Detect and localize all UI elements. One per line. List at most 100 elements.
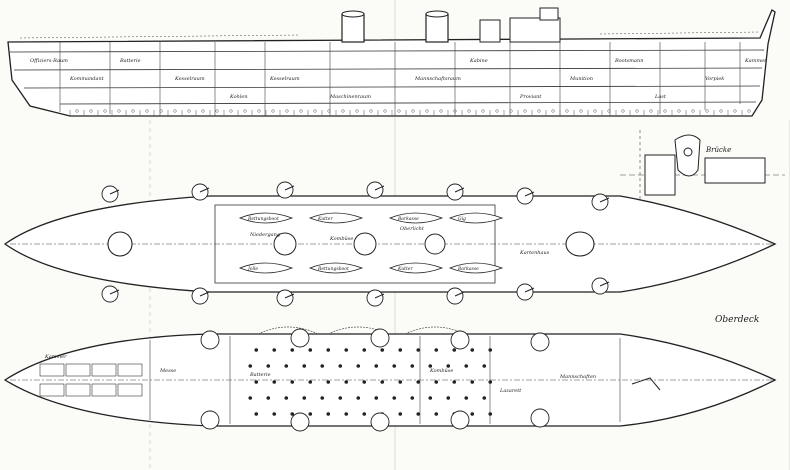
railing-fore [599,31,761,35]
frame-rivet [159,109,163,113]
casemate-gun [450,410,470,430]
frame-rivet [649,109,653,113]
main-deck-bulkheads [149,336,621,424]
gun-barrel [599,281,610,287]
stanchion [380,348,385,352]
frame-rivet [285,109,289,113]
stanchion [326,380,331,384]
main-deck-stanchions [248,348,493,416]
boat-outline [388,212,444,224]
stanchion [398,348,403,352]
stanchion [338,364,343,368]
stanchion [434,380,439,384]
funnel-middle [425,13,449,43]
stanchion [344,380,349,384]
stanchion [428,364,433,368]
overhead-boat-outline [327,326,389,335]
frame-rivet [551,109,555,113]
profile-compartment-label: Kohlen [229,94,248,100]
stanchion [392,396,397,400]
stanchion [470,348,475,352]
stanchion [488,412,493,416]
stanchion [362,348,367,352]
stanchion [302,364,307,368]
boat-label: Kutter [317,216,333,222]
gun-barrel [599,197,610,203]
gun-barrel [284,293,295,299]
stanchion [410,364,415,368]
cabin [117,383,143,397]
frame-rivet [257,109,261,113]
frame-rivet [509,109,513,113]
gun-barrel [454,187,465,193]
profile-compartment-label: Kommandant [69,76,105,82]
stanchion [416,412,421,416]
stanchion [398,412,403,416]
stanchion [464,364,469,368]
frame-rivet [747,109,751,113]
profile-compartment-label: Munition [569,76,593,82]
profile-compartment-label: Proviant [519,94,542,100]
cabin [39,383,65,397]
main-deck-room-label: Messe [159,368,176,374]
stanchion [482,364,487,368]
bridge-superstructure [509,17,561,43]
casemate-gun [200,410,220,430]
gun-barrel [199,291,210,297]
stanchion [290,380,295,384]
cabin [65,383,91,397]
gun-barrel [524,191,535,197]
boat-outline [238,262,294,274]
frame-rivet [369,109,373,113]
gun-barrel [109,189,120,195]
stanchion [446,364,451,368]
stanchion [374,396,379,400]
boat-label: Rettungsboot [247,216,279,222]
stanchion [416,348,421,352]
stanchion [266,396,271,400]
overhead-boat-outline [404,326,466,335]
stanchion [470,412,475,416]
gun-barrel [524,287,535,293]
frame-rivet [355,109,359,113]
frame-rivet [89,109,93,113]
frame-rivet [677,109,681,113]
frame-rivet [719,109,723,113]
frame-rivet [341,109,345,113]
stanchion [254,380,259,384]
frame-rivet [327,109,331,113]
frame-rivet [313,109,317,113]
funnel-aft-plan [273,232,297,256]
upper-deck-room-label: Kartenhaus [519,250,550,256]
profile-compartment-label: Offiziers-Raum [30,58,68,64]
stanchion [392,364,397,368]
funnel-middle-plan [353,232,377,256]
stanchion [374,364,379,368]
profile-compartment-label: Vorpiek [705,76,724,82]
stanchion [248,364,253,368]
stanchion [428,396,433,400]
chart-house [539,7,559,21]
frame-rivet [579,109,583,113]
frame-rivet [593,109,597,113]
profile-compartment-labels: Offiziers-RaumKommandantBatterieKesselra… [30,58,767,100]
stanchion [362,412,367,416]
casemate-gun [370,328,390,348]
main-deck-plan: KammerMesseBatterieKombüseLazarettMannsc… [3,326,777,432]
casemate-gun [290,412,310,432]
upper-deck-room-label: Kombüse [329,236,353,242]
main-deck-aft-cabins [39,363,143,397]
overhead-boat-outline [257,326,319,335]
profile-compartment-label: Kesselraum [174,76,205,82]
profile-compartment-label: Kesselraum [269,76,300,82]
bridge-detail-label: Brücke [705,146,731,154]
funnel-aft-cap [341,10,365,18]
stanchion [380,380,385,384]
frame-rivet [215,109,219,113]
gun-barrel [454,291,465,297]
gun-barrel [374,185,385,191]
cabin [91,363,117,377]
stanchion [344,348,349,352]
